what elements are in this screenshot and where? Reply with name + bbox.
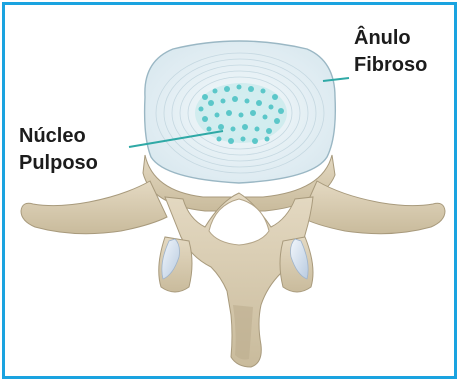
annulus-label-line-2: Fibroso	[354, 52, 427, 79]
vertebral-arch	[21, 181, 445, 367]
nucleus-label-line-2: Pulposo	[19, 150, 98, 177]
annulus-fibrosus-label: Ânulo Fibroso	[354, 25, 427, 79]
nucleus-pulposus-label: Núcleo Pulposo	[19, 123, 98, 177]
figure-frame: Ânulo Fibroso Núcleo Pulposo	[2, 2, 457, 379]
annulus-label-line-1: Ânulo	[354, 25, 427, 52]
nucleus-label-line-1: Núcleo	[19, 123, 98, 150]
